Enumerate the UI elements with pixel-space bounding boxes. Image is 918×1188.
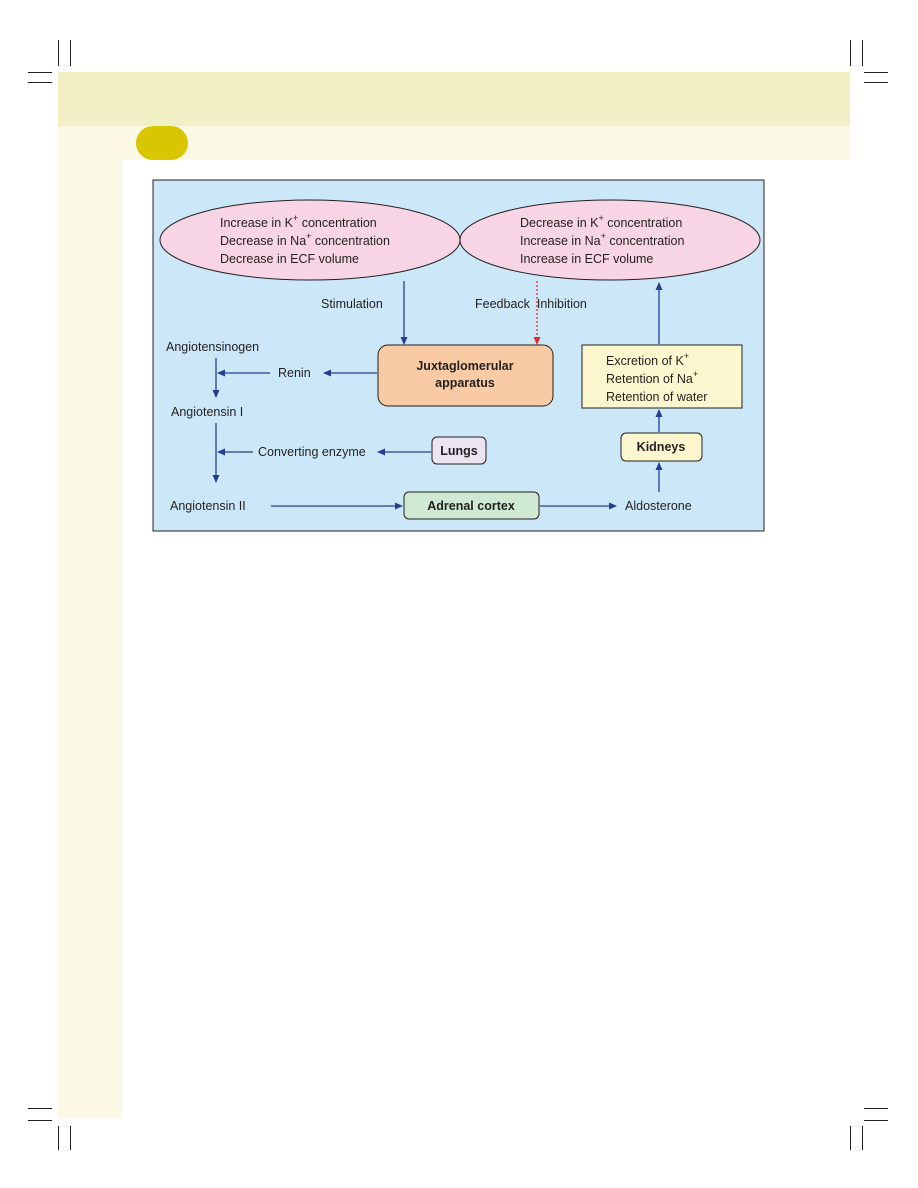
crop-mark-top-right: [862, 40, 863, 66]
crop-mark-top-right: [864, 72, 888, 73]
crop-mark-bottom-right: [850, 1126, 851, 1150]
result-line-3: Increase in ECF volume: [520, 252, 653, 266]
crop-mark-top-right: [850, 40, 851, 66]
renin-label: Renin: [278, 366, 311, 380]
renal-effects-box: [581, 344, 743, 409]
stimulus-line-1: Increase in K+ concentration: [220, 213, 377, 230]
angiotensin-i-label: Angiotensin I: [171, 405, 243, 419]
crop-mark-bottom-left: [28, 1120, 52, 1121]
converting-enzyme-label: Converting enzyme: [258, 445, 366, 459]
crop-mark-bottom-left: [58, 1126, 59, 1150]
kidneys-label: Kidneys: [637, 440, 686, 454]
crop-mark-top-left: [28, 72, 52, 73]
kidneys-box: [620, 432, 703, 462]
crop-mark-bottom-left: [28, 1108, 52, 1109]
stimulus-line-3: Decrease in ECF volume: [220, 252, 359, 266]
effect-line-1: Excretion of K+: [606, 351, 689, 368]
result-line-2: Increase in Na+ concentration: [520, 231, 684, 248]
aldosterone-label: Aldosterone: [625, 499, 692, 513]
effect-line-2: Retention of Na+: [606, 369, 698, 386]
stimulus-line-2: Decrease in Na+ concentration: [220, 231, 390, 248]
crop-mark-top-left: [70, 40, 71, 66]
angiotensinogen-label: Angiotensinogen: [166, 340, 259, 354]
jga-label-line-1: Juxtaglomerular: [416, 359, 513, 373]
crop-mark-top-left: [28, 82, 52, 83]
lungs-label: Lungs: [440, 444, 478, 458]
adrenal-cortex-box: [403, 491, 540, 520]
crop-mark-bottom-right: [864, 1120, 888, 1121]
juxtaglomerular-apparatus-box: [377, 344, 554, 407]
crop-mark-bottom-left: [70, 1126, 71, 1150]
stimulation-label: Stimulation: [321, 297, 383, 311]
lungs-box: [431, 436, 487, 465]
result-ellipse: [459, 199, 761, 281]
crop-mark-top-right: [864, 82, 888, 83]
feedback-inhibition-label: Feedback Inhibition: [475, 297, 587, 311]
jga-label-line-2: apparatus: [435, 376, 495, 390]
angiotensin-ii-label: Angiotensin II: [170, 499, 246, 513]
crop-mark-bottom-right: [862, 1126, 863, 1150]
page-left-margin: [58, 126, 122, 1118]
effect-line-3: Retention of water: [606, 390, 707, 404]
page-header-band: [58, 72, 850, 126]
adrenal-cortex-label: Adrenal cortex: [427, 499, 515, 513]
chapter-tab: [136, 126, 188, 160]
page-subheader-band: [122, 126, 850, 160]
result-line-1: Decrease in K+ concentration: [520, 213, 682, 230]
crop-mark-bottom-right: [864, 1108, 888, 1109]
crop-mark-top-left: [58, 40, 59, 66]
